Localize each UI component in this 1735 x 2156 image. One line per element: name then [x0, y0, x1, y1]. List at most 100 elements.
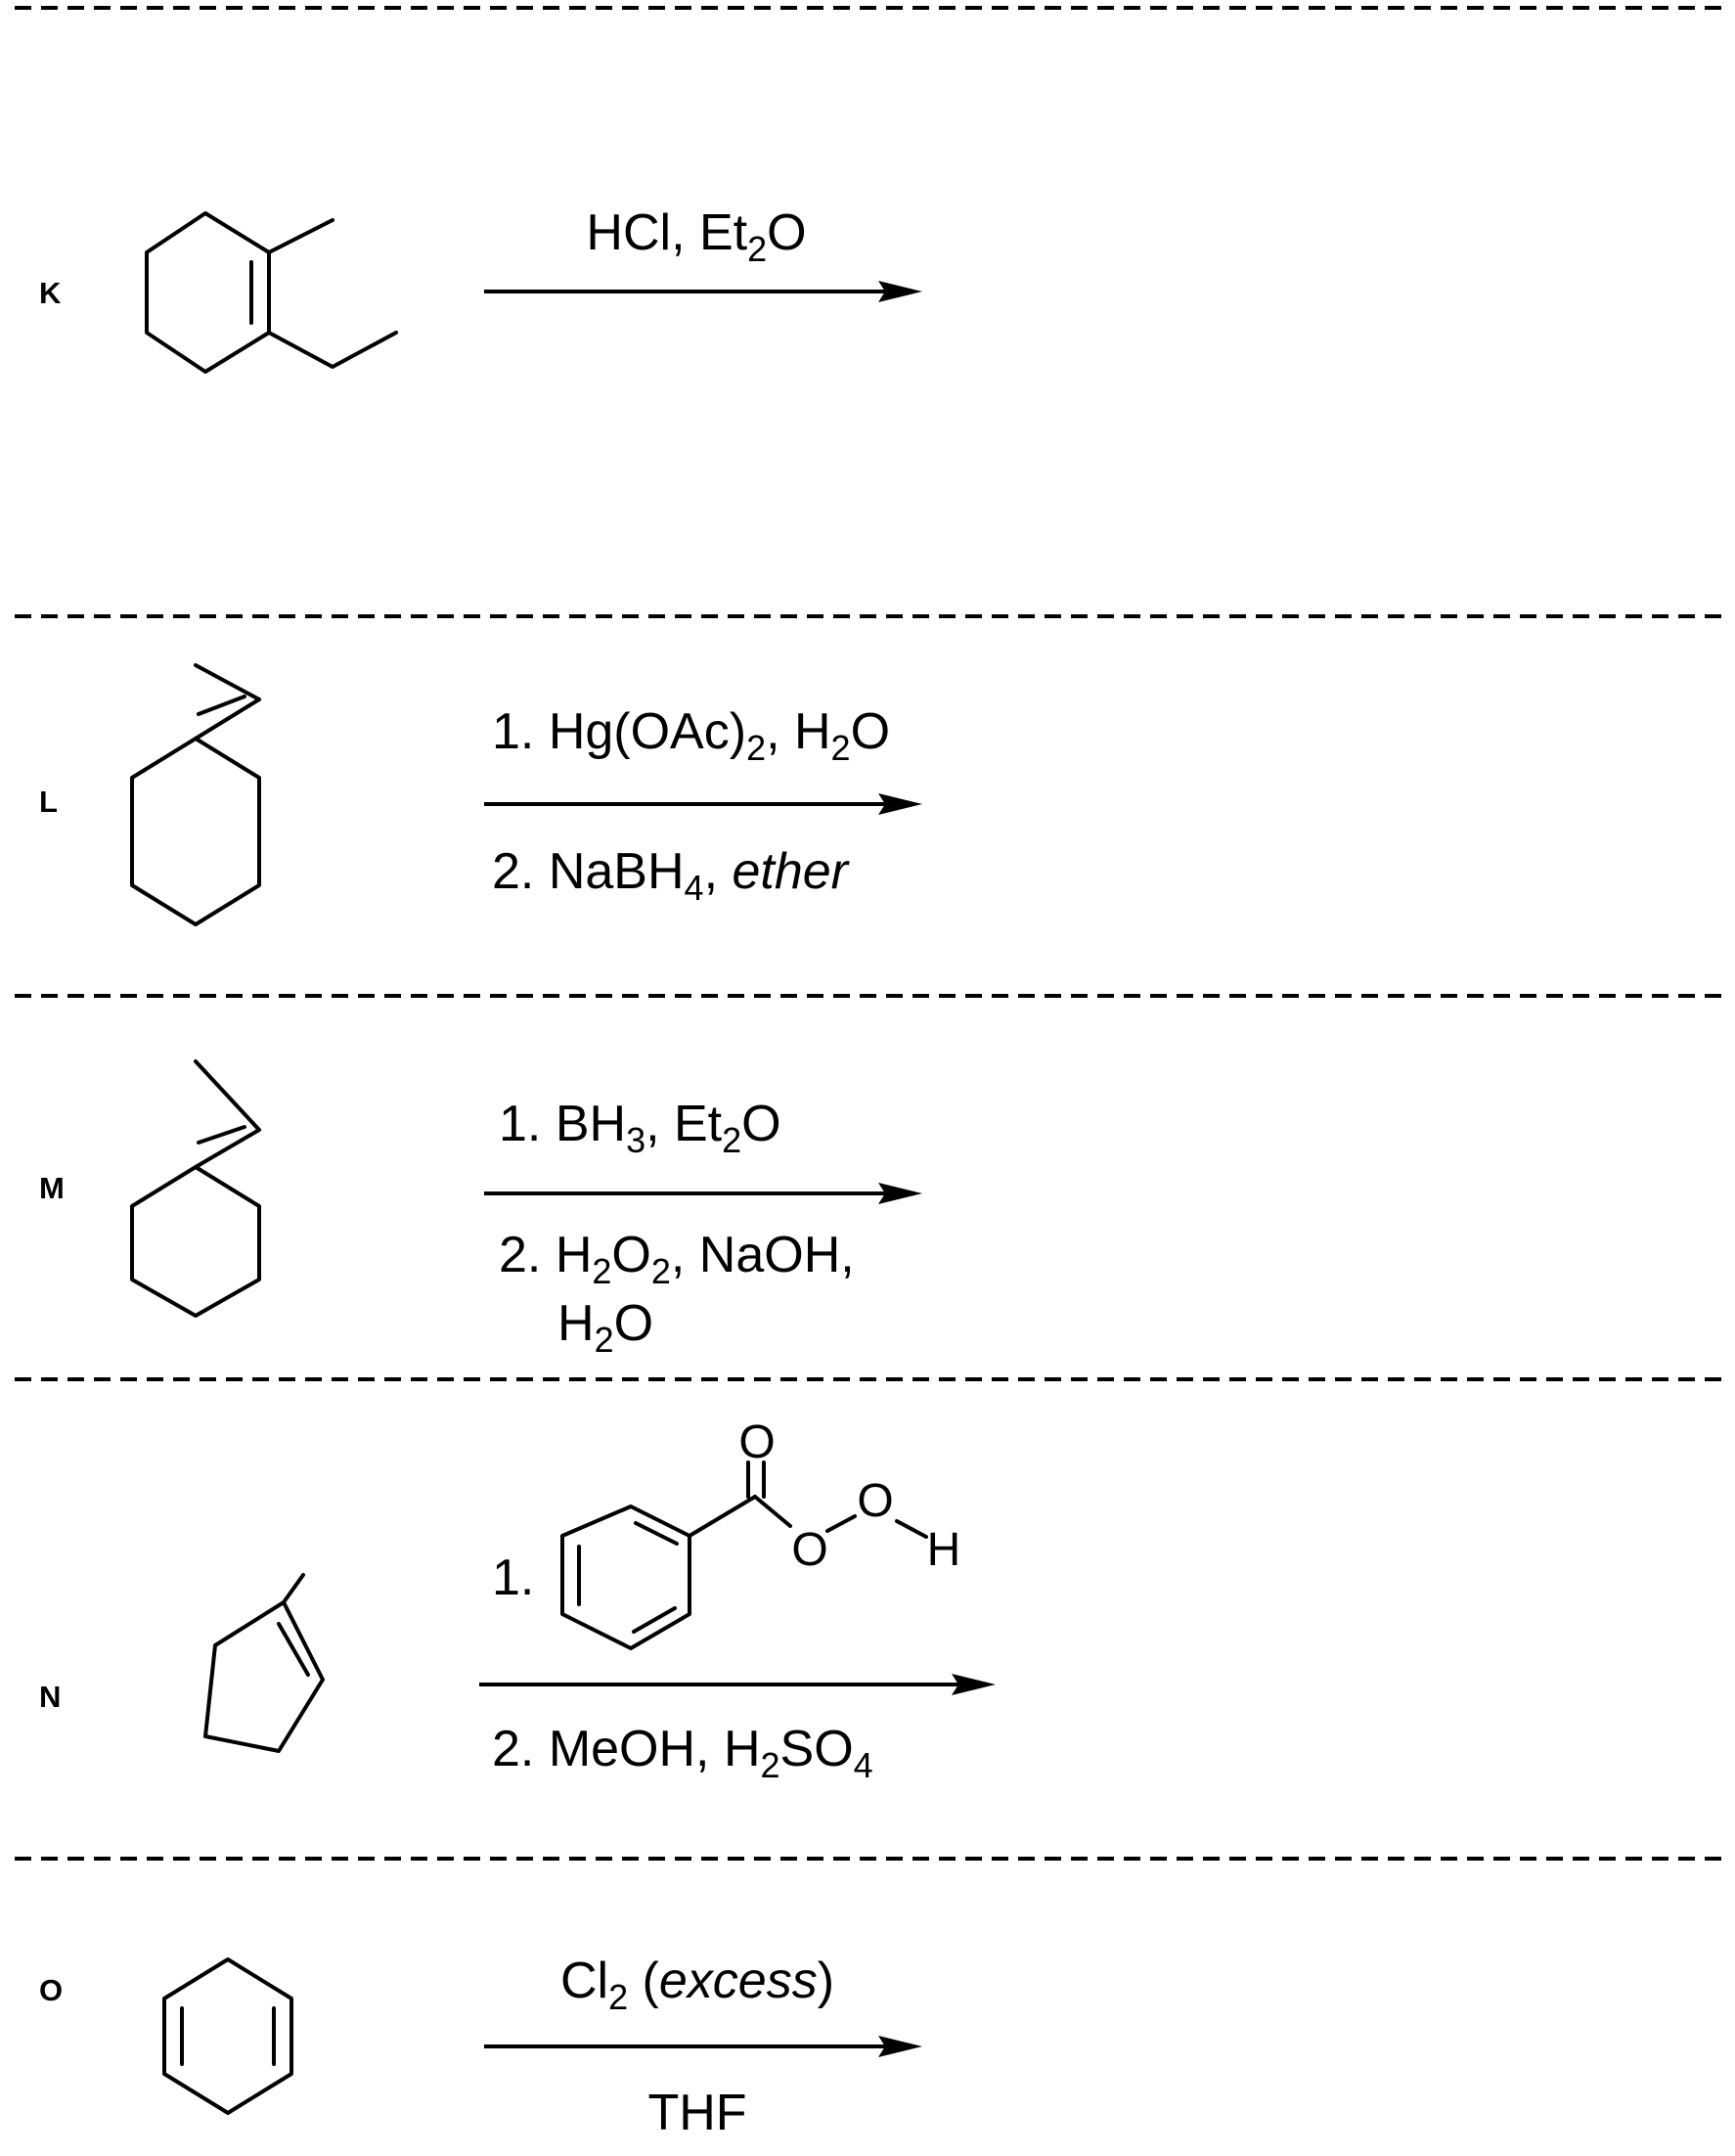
- reagent-text: O: [614, 1295, 653, 1352]
- reagent-text: , NaOH,: [671, 1227, 855, 1283]
- reagent-subscript: 2: [651, 1251, 671, 1291]
- reagent-text: 1. BH: [499, 1096, 626, 1152]
- arrow-head: [878, 2036, 922, 2057]
- reagent-subscript: 2: [761, 1745, 780, 1785]
- exocyclic-double-bond-outer: [194, 1128, 261, 1169]
- reagents-above: 1. BH3, Et2O: [499, 1096, 781, 1160]
- reaction-label: L: [39, 785, 58, 819]
- reagent-text: H: [557, 1295, 595, 1352]
- reagent-subscript: 2: [595, 1320, 614, 1360]
- section-dividers: [15, 6, 1721, 1861]
- reagent-text: HCl, Et: [586, 204, 747, 261]
- reaction-o: O Cl2 (excess) THF: [39, 1953, 922, 2141]
- cyclopentene-ring: [203, 1600, 325, 1753]
- reagent-text: ): [818, 1953, 834, 2009]
- reagent-text: O: [851, 703, 890, 760]
- methyl-substituent: [282, 1573, 305, 1604]
- reagents-above: 1.: [492, 1550, 534, 1606]
- reagents-above: HCl, Et2O: [586, 204, 806, 269]
- exocyclic-double-bond-outer: [194, 697, 261, 741]
- peroxybenzoic-acid-structure: O O O H: [560, 1416, 961, 1650]
- reagent-subscript: 4: [685, 868, 704, 908]
- hydroxyl-oxygen-atom: O: [857, 1475, 893, 1527]
- reagent-text: Cl: [560, 1953, 608, 2009]
- reagent-subscript: 2: [831, 728, 851, 768]
- reagent-text: SO: [780, 1721, 854, 1777]
- reagent-subscript: 2: [747, 229, 767, 269]
- reagent-text: O: [741, 1096, 780, 1152]
- reagent-italic: ether: [732, 843, 850, 900]
- reagent-text: 2. H: [499, 1227, 592, 1283]
- hydroxyl-bond: [895, 1519, 928, 1539]
- reagents-below-line-1: 2. H2O2, NaOH,: [499, 1227, 855, 1291]
- reagent-text: O: [767, 204, 806, 261]
- cyclohexadiene-ring: [162, 1957, 293, 2115]
- reagent-text: , H: [766, 703, 830, 760]
- carbonyl-oxygen-atom: O: [738, 1416, 775, 1468]
- reagent-text: O: [611, 1227, 650, 1283]
- reagent-text: 1.: [492, 1550, 534, 1606]
- cyclohexane-ring: [130, 1165, 261, 1318]
- arrow-head: [952, 1674, 996, 1695]
- starting-material-structure: [145, 211, 398, 374]
- reaction-label: M: [39, 1171, 65, 1205]
- reagent-italic: excess: [659, 1953, 818, 2009]
- reagents-below-line-2: H2O: [557, 1295, 653, 1360]
- reagent-subscript: 2: [722, 1120, 741, 1160]
- peroxide-bond: [825, 1514, 857, 1533]
- arrow-head: [878, 281, 922, 302]
- reagent-text: , Et: [645, 1096, 723, 1152]
- starting-material-structure: [130, 663, 261, 926]
- ester-oxygen-bond: [753, 1495, 792, 1528]
- reagent-text: ,: [704, 843, 733, 900]
- reagent-text: 2. MeOH, H: [492, 1721, 761, 1777]
- ethylidene-methyl: [194, 663, 261, 701]
- reaction-arrow: [484, 793, 922, 815]
- cyclohexane-ring: [130, 737, 261, 926]
- reagents-below: 2. MeOH, H2SO4: [492, 1721, 873, 1785]
- reagent-subscript: 4: [854, 1745, 873, 1785]
- reaction-arrow: [484, 2036, 922, 2057]
- reaction-arrow: [484, 281, 922, 302]
- arrow-head: [878, 1183, 922, 1204]
- reagents-above: 1. Hg(OAc)2, H2O: [492, 703, 890, 768]
- ethyl-substituent: [267, 331, 398, 369]
- reagent-text: (: [628, 1953, 659, 2009]
- reagent-subscript: 2: [746, 728, 766, 768]
- arrow-head: [878, 793, 922, 815]
- reaction-l: L 1. Hg(OAc)2, H2O 2. NaBH4, ether: [39, 663, 922, 926]
- reaction-label: N: [39, 1680, 61, 1714]
- reagent-subscript: 2: [592, 1251, 611, 1291]
- reagent-text: THF: [647, 2085, 746, 2141]
- reaction-arrow: [479, 1674, 996, 1695]
- exocyclic-double-bond-inner: [197, 695, 246, 716]
- starting-material-structure: [203, 1573, 325, 1753]
- reaction-label: K: [39, 276, 62, 310]
- ester-oxygen-atom: O: [791, 1524, 827, 1576]
- methyl-substituent: [267, 218, 334, 254]
- reagent-subscript: 3: [626, 1120, 645, 1160]
- reagent-text: 1. Hg(OAc): [492, 703, 746, 760]
- exocyclic-double-bond-inner: [197, 1125, 246, 1145]
- reagents-below: 2. NaBH4, ether: [492, 843, 851, 908]
- reaction-arrow: [484, 1183, 922, 1204]
- aromatic-bond: [632, 1606, 677, 1634]
- starting-material-structure: [162, 1957, 293, 2115]
- carbonyl-carbon-bond: [688, 1495, 757, 1538]
- benzene-ring: [560, 1505, 691, 1650]
- reaction-n: N 1. O O O H 2. MeOH, H2SO4: [39, 1416, 996, 1785]
- reagent-text: 2. NaBH: [492, 843, 685, 900]
- reagent-subscript: 2: [608, 1977, 628, 2017]
- reaction-m: M 1. BH3, Et2O 2. H2O2, NaOH, H2O: [39, 1059, 922, 1360]
- ethylidene-methyl: [194, 1059, 261, 1132]
- hydrogen-atom: H: [927, 1524, 961, 1576]
- reagents-above: Cl2 (excess): [560, 1953, 834, 2017]
- aromatic-bond: [634, 1521, 679, 1546]
- reagents-below: THF: [647, 2085, 746, 2141]
- starting-material-structure: [130, 1059, 261, 1318]
- reaction-k: K HCl, Et2O: [39, 204, 922, 374]
- ring-double-bond: [277, 1622, 310, 1677]
- reaction-label: O: [39, 1973, 63, 2007]
